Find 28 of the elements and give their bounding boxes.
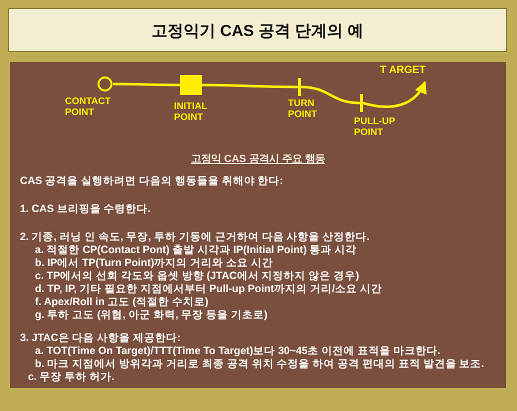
- point-label: TURN POINT: [288, 98, 318, 120]
- flight-path-line: [202, 84, 298, 88]
- point-label: PULL-UP POINT: [354, 116, 396, 138]
- text-line: f. Apex/Roll in 고도 (적절한 수치로): [35, 296, 208, 308]
- initial-point-square: [180, 75, 202, 95]
- text-line: 3. JTAC은 다음 사항을 제공한다:: [20, 332, 181, 344]
- section-heading: 고정익 CAS 공격시 주요 행동: [190, 154, 326, 166]
- title: 고정익기 CAS 공격 단계의 예: [150, 22, 364, 42]
- contact-point-circle: [97, 76, 113, 92]
- text-line: c. 무장 투하 허가.: [28, 371, 114, 383]
- point-label: CONTACT POINT: [65, 96, 112, 118]
- text-line: a. TOT(Time On Target)/TTT(Time To Target)보다 30~45초 이전에 표적을 마크한다.: [35, 345, 440, 357]
- text-line: 1. CAS 브리핑을 수령한다.: [20, 203, 151, 215]
- text-line: CAS 공격을 실행하려면 다음의 행동들을 취해야 한다:: [20, 175, 284, 187]
- text-line: d. TP, IP, 기타 필요한 지점에서부터 Pull-up Point까지의 거리/소요 시간: [35, 283, 382, 295]
- flight-path-arrow: [362, 80, 426, 108]
- tick-mark: [360, 94, 363, 112]
- text-line: c. TP에서의 선회 각도와 옵셋 방향 (JTAC에서 지정하지 않은 경우): [35, 270, 360, 282]
- target-label: T ARGET: [380, 64, 426, 76]
- tick-mark: [298, 78, 301, 96]
- text-line: g. 투하 고도 (위협, 아군 화력, 무장 등을 기초로): [35, 309, 268, 321]
- text-line: 2. 기종, 러닝 인 속도, 무장, 투하 기동에 근거하여 다음 사항을 산정한다.: [20, 231, 370, 243]
- flight-path-line: [300, 86, 360, 104]
- flight-path-line: [113, 82, 180, 86]
- text-line: b. 마크 지점에서 방위각과 거리로 최종 공격 위치 수정을 하여 공격 편대의 표적 발견을 보조.: [35, 358, 484, 370]
- text-line: b. IP에서 TP(Turn Point)까지의 거리와 소요 시간: [35, 257, 273, 269]
- point-label: INITIAL POINT: [174, 101, 208, 123]
- text-line: a. 적절한 CP(Contact Pont) 출발 시각과 IP(Initial Point) 통과 시각: [35, 244, 357, 256]
